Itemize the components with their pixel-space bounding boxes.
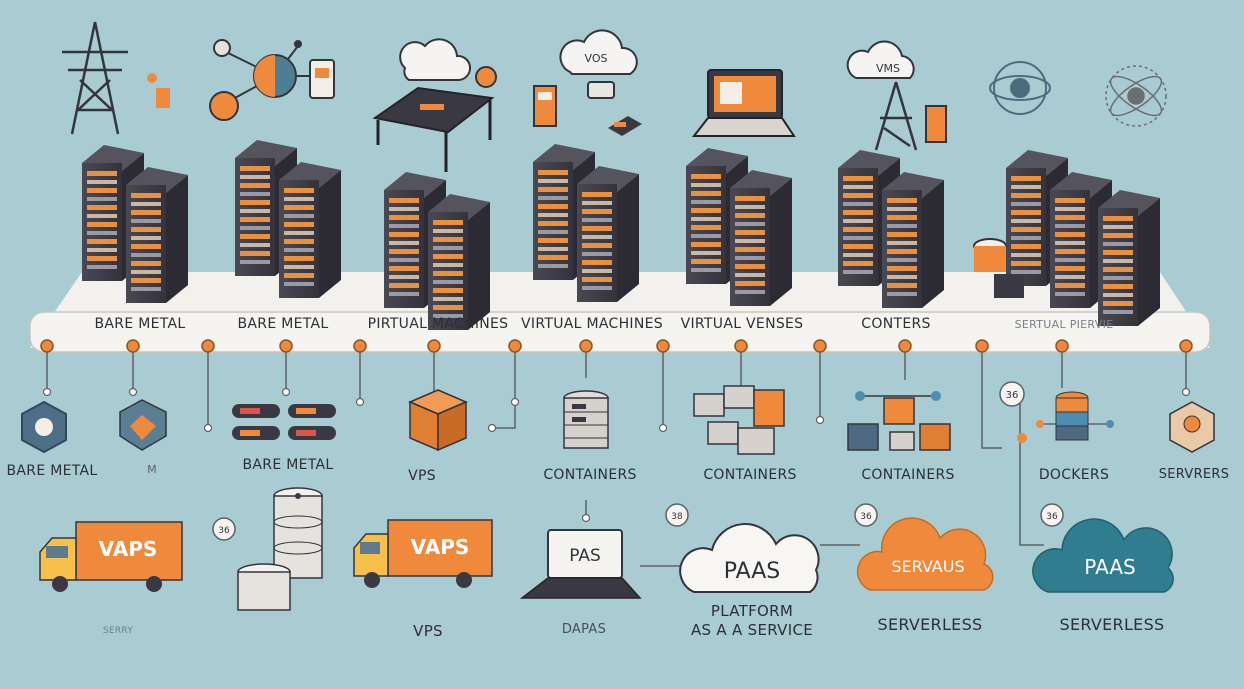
database-icon: 36 [212, 487, 323, 611]
caption-vps: VPS [413, 622, 443, 640]
network-nodes-icon [147, 39, 335, 121]
caption-serverless-2: SERVERLESS [1059, 615, 1165, 634]
server-rack-icon [533, 144, 639, 302]
stage-label-virtual-machines: VIRTUAL MACHINES [521, 316, 663, 332]
stage-label-bare-metal-2: BARE METAL [237, 316, 329, 332]
stage-label-sertual-piervie: SERTUAL PIERVIE [1014, 318, 1114, 331]
badge-paas2: 36 [1046, 512, 1058, 522]
item-label-m: M [147, 463, 157, 476]
stage-label-pirtual-machines: PIRTUAL MACHINES [367, 316, 509, 332]
cloud-paas-label: PAAS [724, 559, 781, 584]
caption-faint: SERRY [102, 626, 134, 636]
storage-device-icon [533, 85, 642, 136]
item-label-containers-1: CONTAINERS [543, 467, 637, 483]
server-racks [82, 140, 1160, 330]
truck-icon: VAPS [39, 521, 183, 592]
server-rack-icon [1098, 190, 1160, 326]
stage-label-bare-metal-1: BARE METAL [94, 316, 186, 332]
badge-paas: 38 [671, 512, 683, 522]
cell-tower-icon: VMS [846, 40, 947, 151]
cloud-servaus-label: SERVAUS [891, 557, 964, 576]
stage-label-conters: CONTERS [861, 316, 931, 332]
laptop-screen-label: PAS [569, 546, 601, 566]
badge-serv: 36 [860, 512, 872, 522]
cloud-icon: 36 SERVAUS [854, 503, 994, 591]
cloud-icon: 36 PAAS [1032, 503, 1174, 593]
item-label-servrers: SERVRERS [1158, 467, 1230, 482]
power-pylon-icon [62, 21, 128, 135]
item-label-bare-metal-2: BARE METAL [242, 457, 334, 473]
server-table-icon [372, 66, 497, 172]
container-network-icon [847, 391, 951, 451]
caption-dapas: DAPAS [561, 622, 607, 637]
laptop-icon: PAS [519, 529, 642, 599]
item-label-bare-metal: BARE METAL [6, 463, 98, 479]
gem-icon [119, 399, 167, 451]
globe-icon [989, 61, 1051, 115]
atom-icon [1105, 65, 1167, 127]
docker-stack-icon: 36 [999, 381, 1114, 443]
cloud-icon: 38 PAAS [665, 503, 820, 593]
server-rack-icon [686, 148, 792, 306]
item-label-vps: VPS [408, 468, 436, 484]
cloud-paas2-label: PAAS [1084, 555, 1135, 579]
database-icon [563, 390, 609, 449]
cloud-vos-label: VOS [585, 52, 608, 65]
badge-36: 36 [1006, 390, 1019, 401]
hexagon-icon [21, 400, 67, 454]
item-label-containers-3: CONTAINERS [861, 467, 955, 483]
server-rack-icon [235, 140, 341, 298]
server-rack-icon [82, 145, 188, 303]
item-label-dockers: DOCKERS [1038, 467, 1110, 483]
cloud-icon [399, 38, 471, 81]
container-box-icon [693, 385, 785, 455]
caption-serverless-1: SERVERLESS [877, 615, 983, 634]
cloud-vms-label: VMS [876, 62, 900, 75]
container-box-icon [408, 389, 468, 452]
item-label-containers-2: CONTAINERS [703, 467, 797, 483]
badge-db: 36 [218, 526, 230, 536]
server-rack-icon [838, 150, 944, 308]
server-units-icon [232, 404, 336, 440]
cloud-vos-icon: VOS [559, 29, 638, 99]
truck-label: VAPS [99, 537, 158, 561]
server-rack-icon [384, 172, 490, 330]
caption-platform-as-a-service: PLATFORM AS A A SERVICE [690, 602, 814, 639]
stage-label-virtual-venses: VIRTUAL VENSES [680, 316, 804, 332]
timeline-connectors [46, 350, 1187, 567]
server-gem-icon [1169, 401, 1215, 453]
timeline-dots [40, 339, 1193, 353]
truck-icon: VAPS [353, 519, 493, 588]
truck2-label: VAPS [411, 535, 470, 559]
laptop-icon [691, 69, 796, 137]
